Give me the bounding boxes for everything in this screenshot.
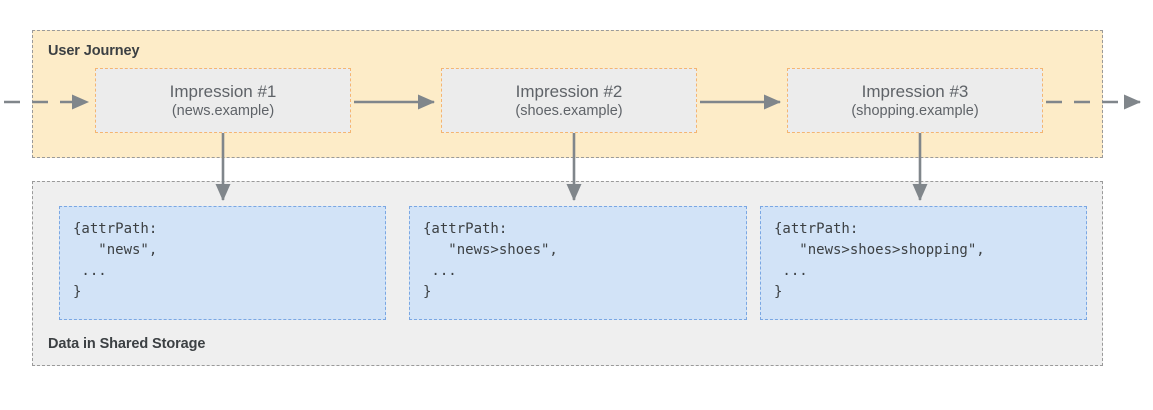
impression-box-3[interactable]: Impression #3 (shopping.example)	[787, 68, 1043, 133]
shared-storage-record-3-code: {attrPath: "news>shoes>shopping", ... }	[774, 221, 985, 300]
impression-3-domain: (shopping.example)	[851, 102, 979, 119]
impression-2-title: Impression #2	[515, 81, 623, 101]
shared-storage-label: Data in Shared Storage	[48, 336, 206, 352]
impression-box-1[interactable]: Impression #1 (news.example)	[95, 68, 351, 133]
user-journey-label: User Journey	[48, 43, 140, 59]
impression-1-title: Impression #1	[169, 81, 277, 101]
impression-3-title: Impression #3	[861, 81, 969, 101]
shared-storage-record-2: {attrPath: "news>shoes", ... }	[409, 206, 747, 320]
impression-2-domain: (shoes.example)	[515, 102, 623, 119]
shared-storage-record-1-code: {attrPath: "news", ... }	[73, 221, 158, 300]
shared-storage-record-1: {attrPath: "news", ... }	[59, 206, 386, 320]
impression-box-2[interactable]: Impression #2 (shoes.example)	[441, 68, 697, 133]
impression-1-domain: (news.example)	[171, 102, 275, 119]
shared-storage-record-2-code: {attrPath: "news>shoes", ... }	[423, 221, 558, 300]
shared-storage-record-3: {attrPath: "news>shoes>shopping", ... }	[760, 206, 1087, 320]
